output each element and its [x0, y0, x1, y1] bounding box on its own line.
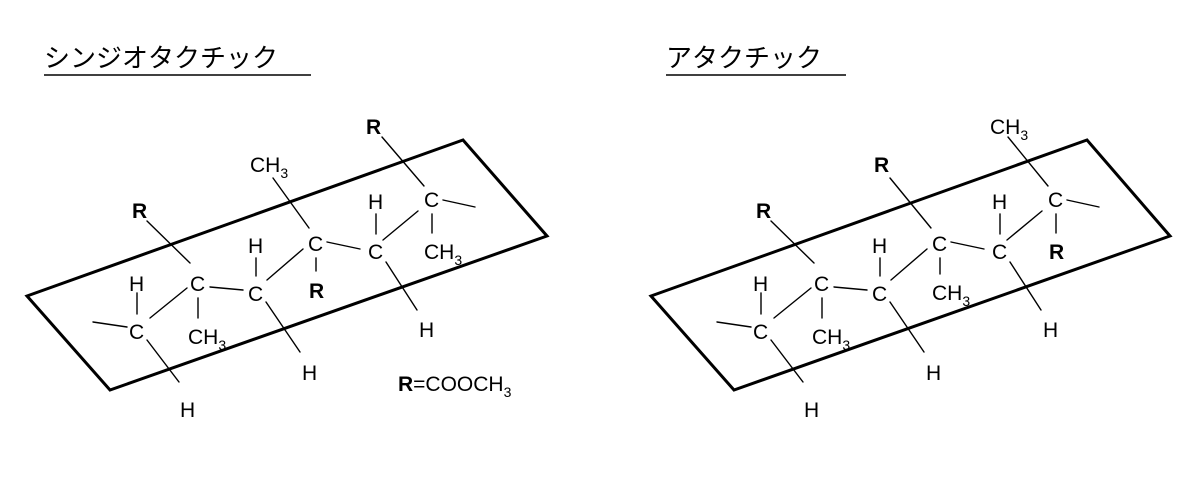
hydrogen-label: H [419, 319, 434, 342]
carbon-2-label: C [814, 273, 829, 296]
hydrogen-label: H [368, 191, 383, 214]
atactic-panel: アタクチック [648, 44, 1173, 422]
carbon-5-label: C [992, 241, 1007, 264]
carbon-6-label: C [424, 189, 439, 212]
atactic-title: アタクチック [666, 44, 822, 74]
methyl-label: CH3 [188, 326, 226, 353]
methyl-label: CH3 [932, 282, 970, 309]
methyl-label: CH3 [424, 241, 462, 268]
carbon-1-label: C [753, 321, 768, 344]
syndiotactic-title: シンジオタクチック [44, 44, 278, 74]
carbon-5-label: C [368, 241, 383, 264]
atactic-atoms: C H H C R CH3 C H H C R CH3 C H H C CH3 … [753, 116, 1064, 422]
carbon-6-label: C [1048, 189, 1063, 212]
carbon-3-label: C [872, 283, 887, 306]
hydrogen-label: H [248, 235, 263, 258]
r-group-label: R [756, 200, 771, 223]
r-group-label: R [1049, 241, 1064, 264]
atactic-bonds [716, 136, 1100, 383]
r-group-label: R [874, 154, 889, 177]
atactic-plane [648, 138, 1173, 392]
hydrogen-label: H [1043, 319, 1058, 342]
r-group-label: R [132, 200, 147, 223]
r-group-label: R [366, 116, 381, 139]
syndiotactic-atoms: C H H C R CH3 C H H C CH3 R C H H C R CH… [129, 116, 462, 422]
hydrogen-label: H [804, 399, 819, 422]
carbon-4-label: C [308, 233, 323, 256]
hydrogen-label: H [302, 362, 317, 385]
carbon-4-label: C [932, 233, 947, 256]
syndiotactic-panel: シンジオタクチック [24, 44, 550, 422]
hydrogen-label: H [180, 399, 195, 422]
methyl-label: CH3 [812, 326, 850, 353]
methyl-label: CH3 [990, 116, 1028, 143]
hydrogen-label: H [129, 273, 144, 296]
r-group-legend: R=COOCH3 [398, 373, 512, 400]
r-group-label: R [309, 280, 324, 303]
hydrogen-label: H [926, 362, 941, 385]
carbon-3-label: C [248, 283, 263, 306]
syndiotactic-bonds [92, 136, 476, 383]
methyl-label: CH3 [250, 154, 288, 181]
syndiotactic-plane [24, 138, 550, 392]
hydrogen-label: H [753, 273, 768, 296]
carbon-2-label: C [190, 273, 205, 296]
hydrogen-label: H [872, 235, 887, 258]
carbon-1-label: C [129, 321, 144, 344]
hydrogen-label: H [992, 191, 1007, 214]
